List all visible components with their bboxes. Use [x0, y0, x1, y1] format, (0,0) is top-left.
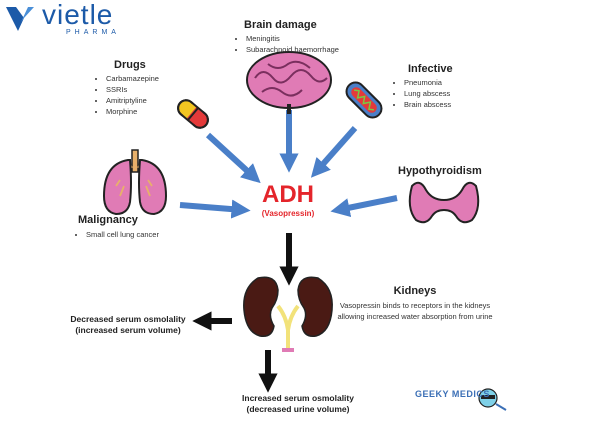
infective-item: Brain abscess — [404, 99, 490, 110]
malignancy-item: Small cell lung cancer — [86, 229, 202, 240]
bacterium-icon — [345, 81, 383, 119]
arrow-malignancy — [179, 199, 251, 219]
geeky-medics-mascot-icon — [478, 388, 507, 411]
brain-icon — [246, 51, 332, 114]
left-outcome-line2: (increased serum volume) — [75, 325, 181, 335]
adh-center: ADH (Vasopressin) — [238, 181, 338, 218]
pill-icon — [177, 99, 209, 129]
bottom-outcome-line2: (decreased urine volume) — [246, 404, 350, 414]
drugs-block: Drugs Carbamazepine SSRIs Amitriptyline … — [92, 59, 192, 117]
drugs-title: Drugs — [114, 59, 146, 71]
malignancy-block: Malignancy Small cell lung cancer — [72, 214, 202, 240]
left-outcome-line1: Decreased serum osmolality — [70, 314, 186, 324]
drugs-item: SSRIs — [106, 84, 192, 95]
bottom-outcome: Increased serum osmolality (decreased ur… — [228, 393, 368, 415]
geeky-medics-watermark: GEEKY MEDICS — [415, 389, 490, 399]
kidneys-icon — [243, 276, 333, 352]
malignancy-title: Malignancy — [78, 214, 138, 226]
brain-item: Subarachnoid haemorrhage — [246, 44, 382, 55]
kidneys-title: Kidneys — [393, 285, 437, 297]
logo-name: vietle — [42, 0, 114, 30]
infective-item: Lung abscess — [404, 88, 490, 99]
adh-subtitle: (Vasopressin) — [261, 209, 315, 218]
infective-item: Pneumonia — [404, 77, 490, 88]
logo: vietle PHARMA — [4, 0, 134, 38]
thyroid-icon — [408, 181, 480, 224]
brain-damage-title: Brain damage — [244, 19, 317, 31]
drugs-item: Carbamazepine — [106, 73, 192, 84]
logo-mark-icon — [6, 7, 34, 31]
hypothyroidism-title: Hypothyroidism — [398, 165, 482, 177]
left-outcome: Decreased serum osmolality (increased se… — [58, 314, 198, 336]
lungs-icon — [102, 149, 168, 216]
arrow-infective — [310, 126, 358, 178]
drugs-item: Morphine — [106, 106, 192, 117]
infective-block: Infective Pneumonia Lung abscess Brain a… — [390, 63, 490, 110]
arrow-hypothyroidism — [330, 195, 398, 218]
kidneys-text: Vasopressin binds to receptors in the ki… — [337, 301, 493, 321]
adh-title: ADH — [262, 181, 314, 208]
infective-title: Infective — [408, 63, 453, 75]
brain-damage-block: Brain damage Meningitis Subarachnoid hae… — [232, 19, 382, 55]
arrow-drugs — [205, 132, 261, 184]
brain-item: Meningitis — [246, 33, 382, 44]
bottom-outcome-line1: Increased serum osmolality — [242, 393, 354, 403]
drugs-item: Amitriptyline — [106, 95, 192, 106]
kidneys-block: Kidneys Vasopressin binds to receptors i… — [335, 285, 495, 322]
logo-sub: PHARMA — [66, 29, 120, 36]
